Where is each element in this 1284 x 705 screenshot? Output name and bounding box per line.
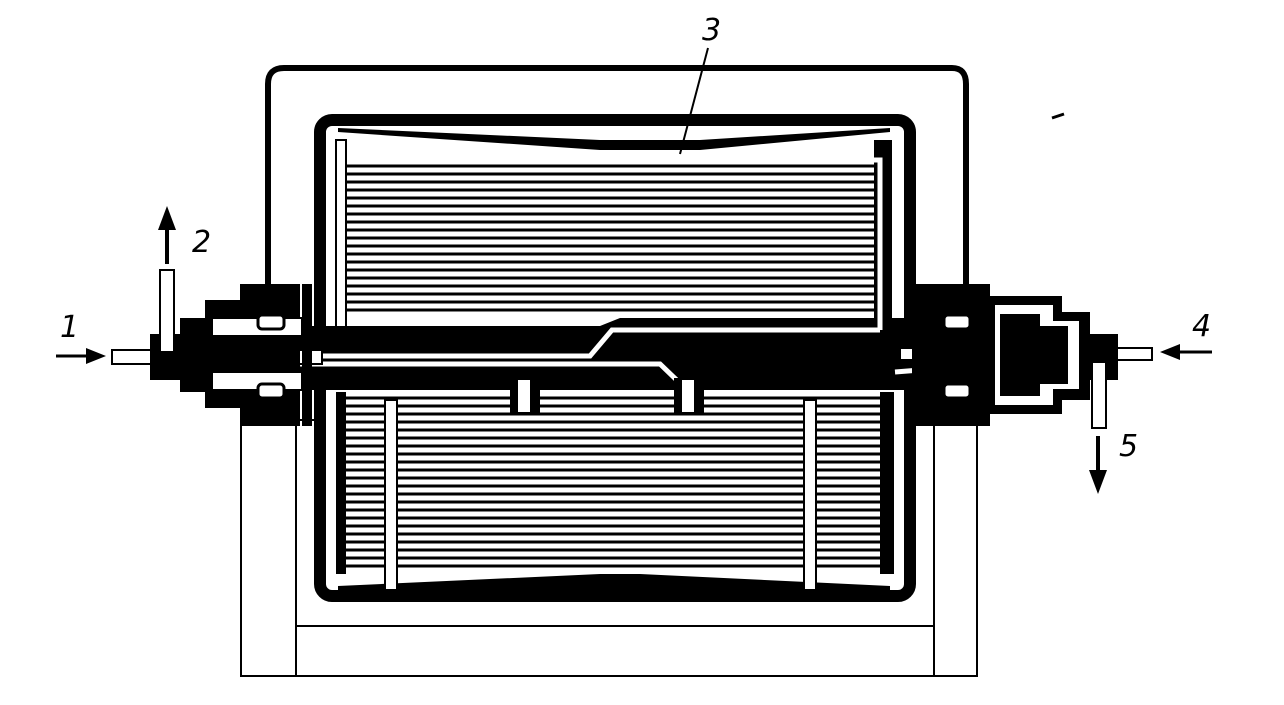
arrow-4-icon — [1160, 344, 1212, 360]
speck-mark — [1051, 112, 1065, 120]
central-shaft — [300, 318, 910, 390]
arrow-5-icon — [1089, 436, 1107, 494]
arrow-2-icon — [158, 206, 176, 264]
flow-arrows — [56, 206, 1212, 494]
right-bearing-assembly — [912, 284, 1118, 426]
label-5: 5 — [1119, 429, 1139, 464]
lower-stack-cover — [338, 574, 890, 590]
upper-stack-cover — [338, 128, 890, 150]
upper-plate-stack — [346, 164, 874, 312]
label-4: 4 — [1192, 309, 1212, 344]
arrow-1-icon — [56, 348, 106, 364]
left-bearing-assembly — [150, 284, 312, 426]
lower-plate-stack — [346, 396, 880, 568]
label-3: 3 — [702, 13, 722, 48]
label-1: 1 — [60, 310, 80, 345]
outlet-pipe-2 — [159, 269, 175, 353]
outlet-pipe-5 — [1091, 361, 1107, 429]
label-2: 2 — [192, 225, 212, 260]
outer-housing — [265, 65, 969, 292]
radial-stubs — [510, 378, 704, 414]
leader-line-3 — [679, 47, 709, 155]
